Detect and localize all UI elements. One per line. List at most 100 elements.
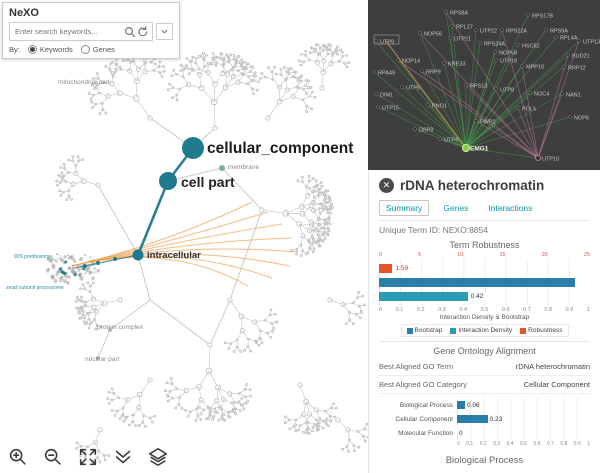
axis-tick: 0.1 [395,307,404,313]
axis-tick: 0.9 [573,441,581,447]
tree-label-nuclear-part[interactable]: nuclear part [85,356,120,363]
fit-view-button[interactable] [76,445,100,469]
network-node-label[interactable]: PNO1 [432,104,447,110]
legend-robustness: Robustness [520,327,563,334]
reset-icon[interactable] [136,25,149,38]
axis-tick: 0.4 [506,441,514,447]
tree-label-intracellular[interactable]: intracellular [147,250,201,261]
axis-tick: 1 [586,307,590,313]
tree-label-membrane[interactable]: membrane [228,164,260,171]
tab-summary[interactable]: Summary [379,200,430,216]
zoom-in-button[interactable] [6,445,30,469]
network-node-label[interactable]: RPS9A [550,29,568,35]
tab-genes[interactable]: Genes [443,203,469,213]
search-icon[interactable] [123,25,136,38]
network-node-label[interactable]: NOP14 [402,59,420,65]
ontology-tree[interactable] [0,0,368,473]
network-node-label[interactable]: UTP13 [583,40,600,46]
axis-tick: 0.9 [565,307,574,313]
tree-toolbar [6,445,170,469]
network-node-label[interactable]: DBP8 [419,128,433,134]
network-node-label[interactable]: DIM1 [380,93,393,99]
network-node-label[interactable]: UTP15 [382,106,399,112]
network-node-label[interactable]: RPS8A [450,11,468,17]
network-node-label[interactable]: RPS13 [470,84,487,90]
divider [379,341,590,342]
network-node-label[interactable]: UTP10 [542,157,559,163]
network-node-label[interactable]: RPS22A [506,29,527,35]
tree-label-protein-complex[interactable]: protein complex [97,324,143,331]
network-node-label[interactable]: RPL27 [456,25,473,31]
network-node-label[interactable]: UTP8 [500,88,514,94]
network-node-label[interactable]: BUD21 [572,54,590,60]
network-node-label[interactable]: NOC4 [534,92,549,98]
search-options-toggle[interactable] [156,23,173,40]
axis-tick: 0.8 [544,307,553,313]
axis-tick: 5 [418,252,422,258]
network-node-label[interactable]: RPS24A [484,42,505,48]
bar-robustness: 1.59 [379,262,590,274]
axis-tick: 0 [379,307,383,313]
network-node-label[interactable]: UTP18 [500,59,517,65]
network-node-label[interactable]: UTP5 [406,86,420,92]
axis-tick: 15 [499,252,506,258]
network-node-label[interactable]: NOP6 [574,116,589,122]
tree-label-mitochondrial-part[interactable]: mitochondrial part [58,79,110,86]
network-node-label[interactable]: RRP12 [568,66,586,72]
axis-tick: 0.7 [523,307,531,313]
network-node-label[interactable]: HSC82 [522,44,540,50]
search-panel: NeXO By: Keywords Genes [2,2,180,59]
network-node-label[interactable]: PWP2 [480,120,496,126]
axis-tick: 0.4 [459,307,468,313]
axis-tick: 0.5 [480,307,489,313]
axis-tick: 1 [587,441,590,447]
close-icon[interactable]: ✕ [379,178,394,193]
axis-tick: 0.2 [479,441,487,447]
tree-label-cellular-component[interactable]: cellular_component [207,140,354,157]
network-node-label[interactable]: RRP9 [426,70,441,76]
network-node-label[interactable]: NAN1 [566,93,581,99]
axis-tick: 0.8 [560,441,568,447]
network-node-label[interactable]: RPA49 [378,71,395,77]
detail-tabs: Summary Genes Interactions [379,200,590,216]
network-node-label[interactable]: NOP56 [424,32,442,38]
network-node-label[interactable]: RPS17B [532,14,553,20]
divider [379,220,590,221]
network-node-label[interactable]: UTP4 [444,138,458,144]
network-node-label[interactable]: EMG1 [470,146,489,153]
tab-interactions[interactable]: Interactions [488,203,533,213]
axis-tick: 10 [457,252,464,258]
search-input[interactable] [13,26,123,37]
network-node-label[interactable]: RPL4A [560,36,578,42]
network-node-label[interactable]: UTP9 [380,40,394,46]
network-node-label[interactable]: UTP22 [480,29,497,35]
radio-genes[interactable]: Genes [80,45,115,54]
zoom-out-button[interactable] [41,445,65,469]
network-node-label[interactable]: NOP58 [499,51,517,57]
legend-bootstrap: Bootstrap [406,327,442,334]
radio-keywords[interactable]: Keywords [27,45,73,54]
network-node-label[interactable]: UTP21 [454,37,471,43]
network-node-label[interactable]: MPP10 [526,65,544,71]
unique-term-id: Unique Term ID: NEXO:8854 [379,225,488,235]
layers-button[interactable] [146,445,170,469]
tree-label-preribosome[interactable]: 90S preribosome [14,254,53,260]
tree-label-cell-part[interactable]: cell part [181,174,235,190]
axis-tick: 25 [583,252,590,258]
app-title: NeXO [9,7,39,19]
tree-label-ssu-processome[interactable]: small subunit processome [6,285,64,291]
network-node-label[interactable]: KRE33 [448,62,465,68]
network-node-label[interactable]: POL5 [522,107,536,113]
biological-process-heading: Biological Process [445,455,524,466]
collapse-tree-button[interactable] [111,445,135,469]
search-by-label: By: [9,45,20,54]
axis-tick: 0.3 [493,441,501,447]
